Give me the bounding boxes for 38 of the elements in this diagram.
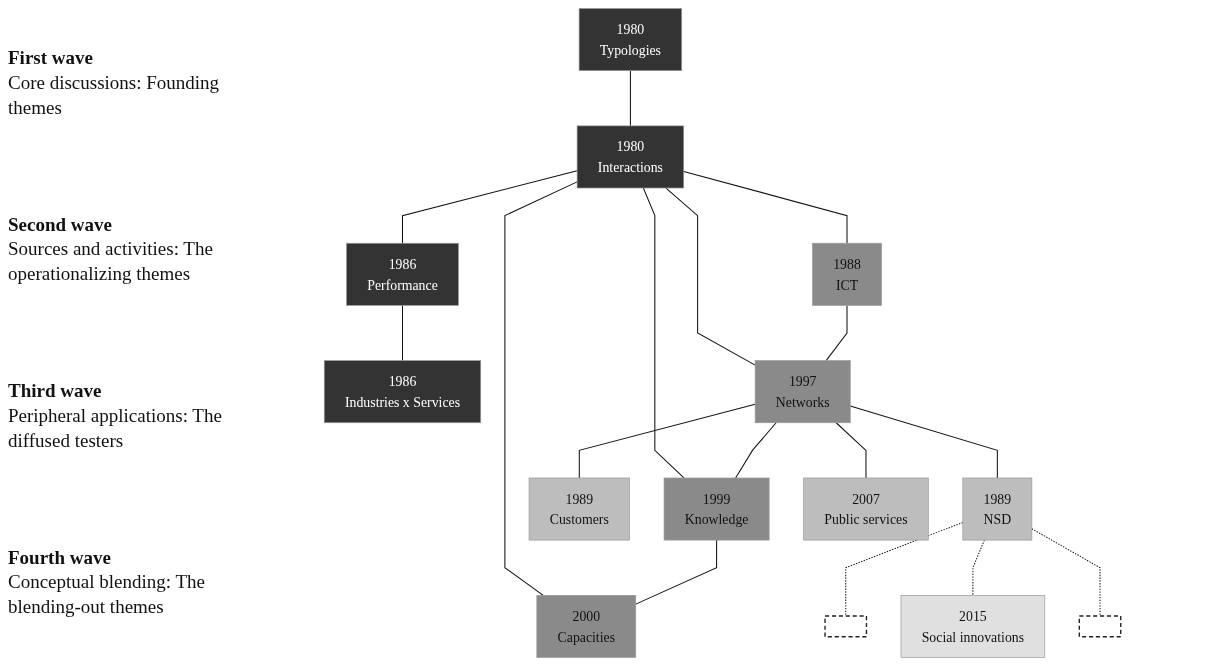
node-box — [824, 615, 868, 638]
connector — [972, 539, 985, 596]
connector — [735, 422, 777, 479]
node-box — [1078, 615, 1122, 638]
node-box: 1986 Industries x Services — [323, 360, 482, 424]
connector — [683, 170, 848, 244]
wave-heading: Third wave — [8, 379, 103, 404]
wave-description: Conceptual blending: The blending-out themes — [8, 571, 205, 618]
connector — [635, 539, 718, 605]
node-box: 1988 ICT — [812, 242, 882, 306]
node-box: 1997 Networks — [754, 360, 851, 424]
node-box: 1989 Customers — [528, 477, 630, 541]
wave-heading: First wave — [8, 46, 94, 71]
wave-heading: Fourth wave — [8, 545, 112, 570]
node-box: 1980 Typologies — [578, 8, 683, 71]
connector — [578, 403, 756, 479]
wave-description: Core discussions: Founding themes — [8, 71, 220, 118]
connector — [825, 304, 848, 362]
connector — [835, 422, 867, 479]
node-box: 1989 NSD — [962, 477, 1033, 541]
node-box: 2000 Capacities — [536, 595, 637, 658]
node-box: 2007 Public services — [803, 477, 929, 541]
node-box: 2015 Social innovations — [900, 595, 1046, 658]
connector — [401, 170, 578, 244]
wave-heading: Second wave — [8, 212, 113, 237]
connector — [1031, 528, 1101, 617]
connector — [629, 70, 631, 127]
connector — [642, 187, 685, 479]
node-box: 1999 Knowledge — [663, 477, 770, 541]
node-box: 1986 Performance — [346, 242, 459, 306]
connector — [845, 521, 964, 617]
connector — [849, 405, 998, 479]
wave-description: Sources and activities: The operationalizing themes — [8, 238, 213, 285]
wave-description: Peripheral applications: The diffused testers — [8, 404, 222, 451]
connector — [504, 181, 578, 596]
connector — [665, 187, 756, 366]
connector — [401, 304, 403, 362]
node-box: 1980 Interactions — [576, 125, 685, 189]
